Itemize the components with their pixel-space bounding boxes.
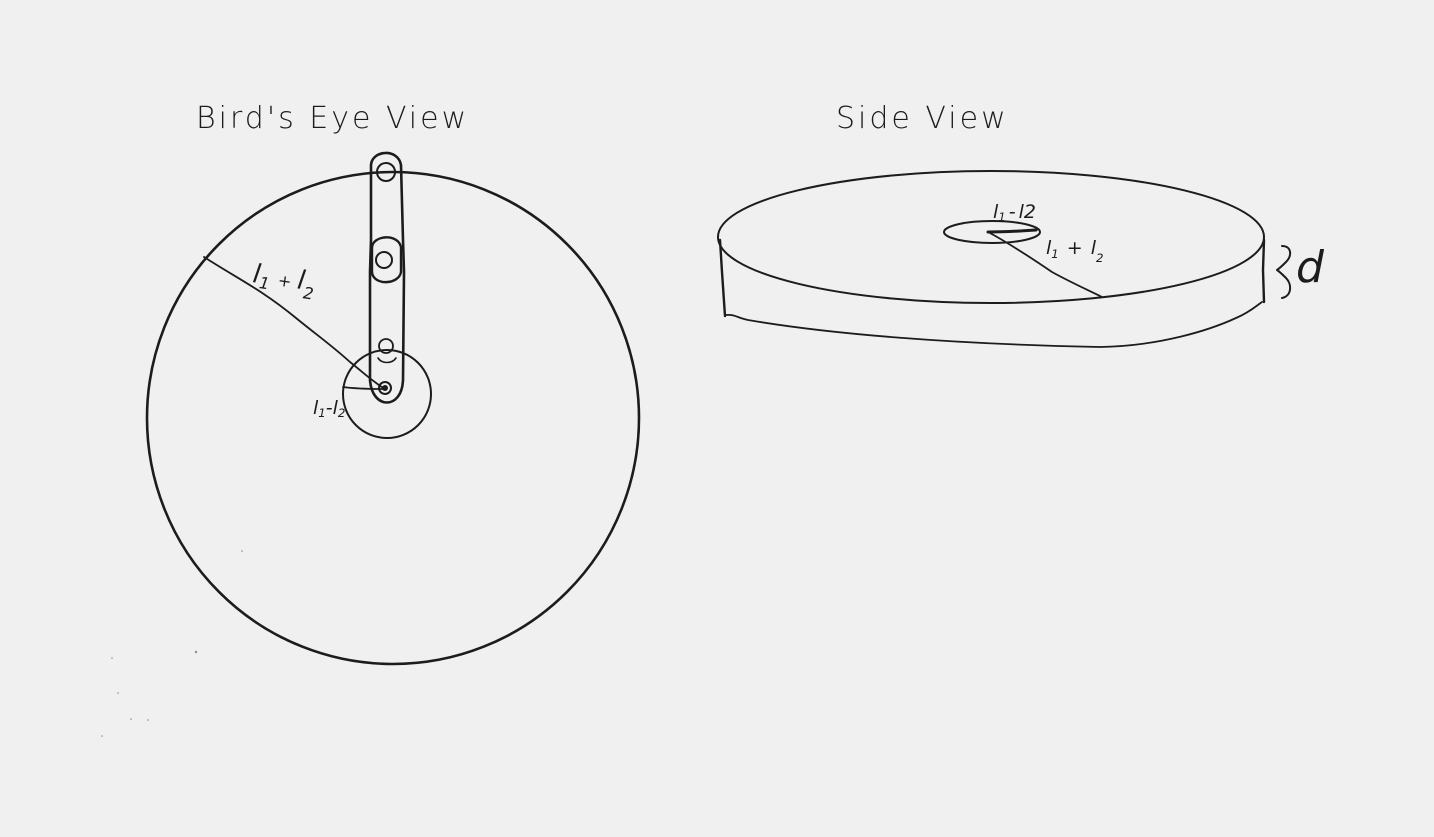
- label-op: -: [1009, 201, 1016, 223]
- label-l2: l: [1091, 237, 1097, 259]
- label-sub-1: 1: [1051, 247, 1059, 261]
- label-op: +: [277, 271, 293, 292]
- arm-joint-capsule: [370, 236, 403, 284]
- top-pivot-hole: [376, 162, 396, 182]
- side-view-title: Side View: [836, 101, 1009, 136]
- birds-eye-view: Bird's Eye View l1+l2 l1-l2: [101, 101, 641, 737]
- disk-right-edge: [1261, 238, 1266, 304]
- label-sub-1: 1: [998, 210, 1006, 224]
- label-l: l: [313, 397, 319, 419]
- outer-radius-label-side: l1+l2: [1046, 237, 1103, 265]
- disk-left-edge: [718, 238, 727, 318]
- outer-radius-line: [203, 256, 386, 390]
- label-l2: l: [333, 397, 339, 419]
- label-sub-2: 2: [1096, 251, 1104, 265]
- birds-eye-title: Bird's Eye View: [196, 101, 469, 136]
- depth-label: d: [1296, 242, 1325, 293]
- label-op: +: [1067, 237, 1083, 259]
- label-sub-1: 1: [318, 406, 326, 420]
- label-sub-1: 1: [258, 273, 271, 293]
- inner-radius-label-side: l1-l2: [993, 201, 1036, 224]
- label-l2: l: [1019, 201, 1025, 223]
- lower-pivot-mark: [377, 357, 397, 364]
- arm-link-bar: [368, 151, 406, 404]
- disk-bottom-edge: [725, 301, 1263, 348]
- center-pivot-dot: [382, 385, 388, 391]
- middle-pivot-hole: [375, 251, 393, 269]
- outer-radius-line-side: [989, 232, 1103, 298]
- label-sub-2: 2: [302, 283, 315, 303]
- lower-pivot-hole: [378, 338, 394, 354]
- inner-disk-circle: [342, 349, 432, 439]
- label-l: l: [993, 201, 999, 223]
- depth-brace: [1276, 245, 1292, 299]
- label-op: -: [326, 397, 333, 419]
- inner-hole-ellipse: [943, 220, 1041, 244]
- outer-radius-label: l1+l2: [250, 259, 317, 303]
- outer-disk-circle: [145, 170, 641, 666]
- stray-marks: [101, 550, 243, 737]
- label-l: l: [1046, 237, 1052, 259]
- inner-radius-label: l1-l2: [313, 397, 345, 420]
- center-pivot-hole: [378, 381, 392, 395]
- side-view: Side View l1-l2 l1+l2 d: [717, 101, 1325, 348]
- label-sub-2: 2: [338, 406, 346, 420]
- inner-radius-line-side: [986, 228, 1038, 234]
- label-sub-2: 2: [1024, 201, 1036, 223]
- disk-top-face: [717, 170, 1265, 304]
- inner-radius-line: [342, 386, 385, 390]
